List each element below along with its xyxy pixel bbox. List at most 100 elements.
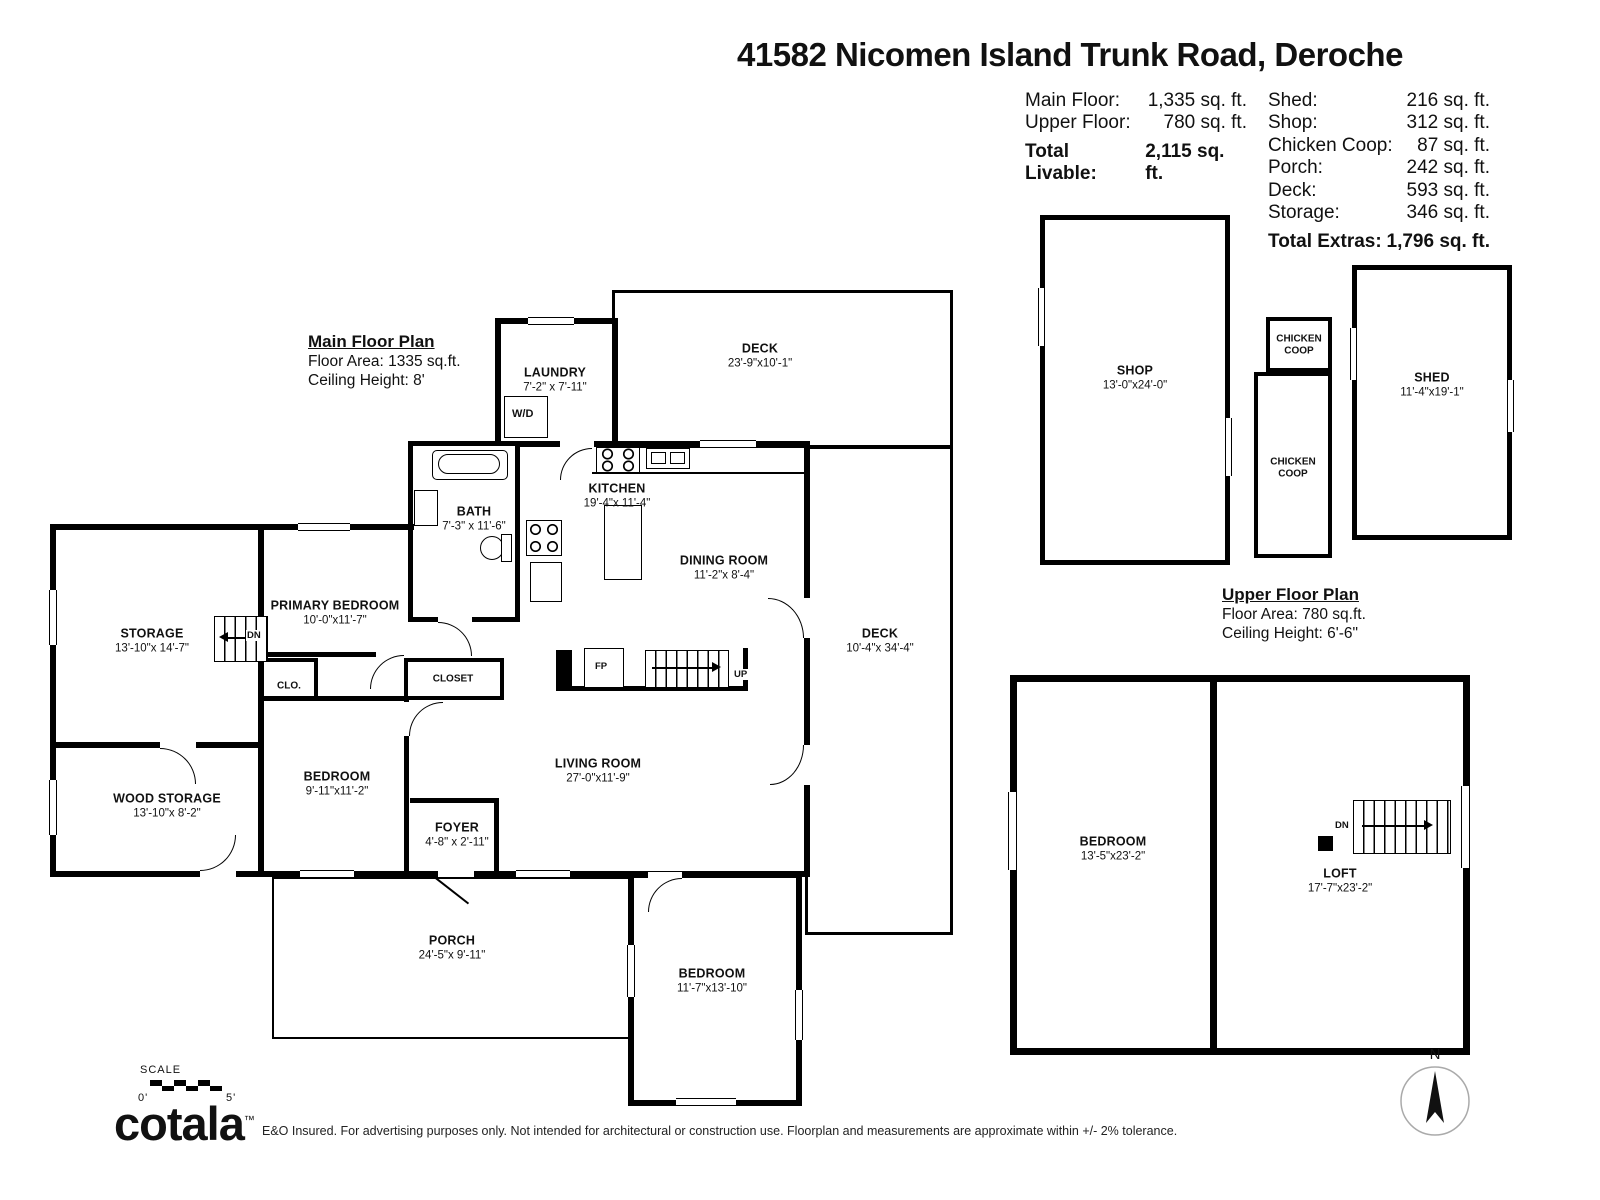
- summary-value: 593 sq. ft.: [1406, 179, 1490, 201]
- summary-value: 780 sq. ft.: [1163, 112, 1247, 134]
- page-title: 41582 Nicomen Island Trunk Road, Deroche: [737, 36, 1403, 73]
- storage-wing-outline: [50, 524, 264, 877]
- door-primary: [370, 655, 404, 689]
- wall-storage-divider: [50, 742, 264, 748]
- room-label-loft: LOFT 17'-7"x23'-2": [1307, 866, 1373, 895]
- summary-row: Chicken Coop: 87 sq. ft.: [1268, 135, 1490, 157]
- door-laundry: [560, 448, 592, 480]
- sink-basin: [651, 452, 666, 464]
- upper-floor-title: Upper Floor Plan: [1222, 585, 1359, 604]
- upper-floor-area: Floor Area: 780 sq.ft.: [1222, 606, 1366, 623]
- up-label: UP: [733, 669, 749, 680]
- summary-value: 2,115 sq. ft.: [1145, 140, 1225, 184]
- deck-top-outline: [612, 290, 953, 448]
- room-label-bath: BATH 7'-3" x 11'-6": [442, 504, 506, 533]
- wall-primary-bottom: [258, 652, 376, 657]
- door-gap-bath: [438, 617, 472, 623]
- wd-label: W/D: [511, 408, 535, 420]
- summary-label: Total Livable:: [1025, 140, 1097, 184]
- porch-outline: [272, 877, 632, 1039]
- summary-value: 87 sq. ft.: [1417, 134, 1490, 156]
- closet-label: CLOSET: [432, 673, 474, 685]
- main-floor-title: Main Floor Plan: [308, 332, 435, 351]
- summary-label: Shop:: [1268, 112, 1318, 134]
- total-livable-row: Total Livable: 2,115 sq. ft.: [1025, 140, 1247, 184]
- window-shop-left: [1038, 288, 1045, 346]
- door-gap-laundry: [560, 441, 594, 448]
- summary-label: Storage:: [1268, 201, 1340, 223]
- summary-label: Upper Floor:: [1025, 112, 1131, 134]
- summary-value: 216 sq. ft.: [1406, 90, 1490, 111]
- closet-outline: [404, 658, 504, 700]
- upper-stairs: [1353, 800, 1451, 854]
- bathtub-basin: [438, 454, 500, 474]
- summary-value: 1,796 sq. ft.: [1386, 231, 1491, 253]
- wall-stair-landing: [556, 686, 748, 691]
- room-label-porch: PORCH 24'-5"x 9'-11": [418, 933, 486, 962]
- window-primary: [298, 523, 350, 531]
- stairs-dn-arrow: [228, 637, 258, 639]
- disclaimer-text: E&O Insured. For advertising purposes on…: [262, 1124, 1178, 1138]
- room-label-kitchen: KITCHEN 19'-4"x 11'-4": [583, 481, 651, 510]
- room-label-chicken-coop-1: CHICKEN COOP: [1276, 333, 1322, 357]
- window-storage: [49, 590, 57, 645]
- upper-floor-info: Upper Floor Plan Floor Area: 780 sq.ft. …: [1222, 585, 1366, 644]
- window-wood-storage: [49, 780, 57, 835]
- window-bedroom-left: [300, 870, 354, 878]
- total-extras-row: Total Extras: 1,796 sq. ft.: [1268, 231, 1490, 253]
- wall-foyer-top: [410, 798, 498, 803]
- summary-value: 1,335 sq. ft.: [1147, 90, 1247, 111]
- appliance-box: [530, 562, 562, 602]
- extras-area-summary: Shed: 216 sq. ft. Shop: 312 sq. ft. Chic…: [1268, 90, 1490, 254]
- dn-label: DN: [246, 630, 262, 641]
- wall-house-right: [804, 441, 810, 877]
- upper-floor-divider-wall: [1210, 682, 1217, 1048]
- upper-stairs-arrow: [1362, 825, 1426, 827]
- room-label-deck-top: DECK 23'-9"x10'-1": [727, 341, 793, 370]
- deck-right-outline: [805, 446, 953, 935]
- upper-stairs-arrowhead: [1424, 820, 1433, 830]
- room-label-deck-right: DECK 10'-4"x 34'-4": [846, 626, 914, 655]
- clo-label: CLO.: [277, 680, 301, 692]
- stairs-dn-arrowhead: [219, 632, 228, 642]
- room-label-chicken-coop-2: CHICKEN COOP: [1270, 456, 1316, 480]
- laundry-outline: [495, 318, 618, 447]
- upper-floor-outline: [1010, 675, 1470, 1055]
- stairs-up-arrow: [652, 667, 714, 669]
- window-laundry: [528, 317, 574, 325]
- summary-row: Upper Floor: 780 sq. ft.: [1025, 112, 1247, 134]
- door-living-deck: [770, 745, 804, 785]
- toilet-bowl-icon: [480, 536, 504, 560]
- door-gap-front: [438, 871, 474, 877]
- bathtub-icon: [432, 450, 508, 480]
- door-gap-living-deck: [804, 745, 810, 785]
- window-living: [516, 870, 570, 878]
- door-gap-storage: [160, 742, 196, 748]
- window-upper-right: [1461, 786, 1470, 868]
- summary-label: Main Floor:: [1025, 90, 1121, 111]
- clo-outline: [260, 658, 318, 700]
- scale-bar: [150, 1080, 222, 1091]
- door-gap-bedroom2: [648, 872, 682, 878]
- door-gap-bedroom: [404, 702, 409, 736]
- summary-row: Shed: 216 sq. ft.: [1268, 90, 1490, 112]
- window-shed-right: [1507, 380, 1514, 432]
- north-arrow-icon: [1398, 1064, 1472, 1143]
- kitchen-sink-icon: [646, 448, 690, 469]
- room-label-shed: SHED 11'-4"x19'-1": [1400, 370, 1464, 399]
- upper-dn-label: DN: [1334, 820, 1350, 831]
- summary-label: Shed:: [1268, 90, 1318, 111]
- room-label-upper-bedroom: BEDROOM 13'-5"x23'-2": [1079, 834, 1147, 863]
- room-label-shop: SHOP 13'-0"x24'-0": [1102, 363, 1168, 392]
- summary-label: Deck:: [1268, 179, 1317, 201]
- room-label-primary: PRIMARY BEDROOM 10'-0"x11'-7": [270, 598, 400, 627]
- scale-end-label: 5': [226, 1092, 237, 1104]
- summary-label: Porch:: [1268, 157, 1323, 179]
- summary-label: Total Extras:: [1268, 231, 1382, 253]
- scale-label: SCALE: [140, 1064, 182, 1076]
- bath-sink-icon: [414, 490, 438, 526]
- stove-icon: [596, 447, 640, 473]
- north-label: N: [1429, 1046, 1441, 1063]
- shop-outline: [1040, 215, 1230, 565]
- chimney-block: [556, 650, 572, 688]
